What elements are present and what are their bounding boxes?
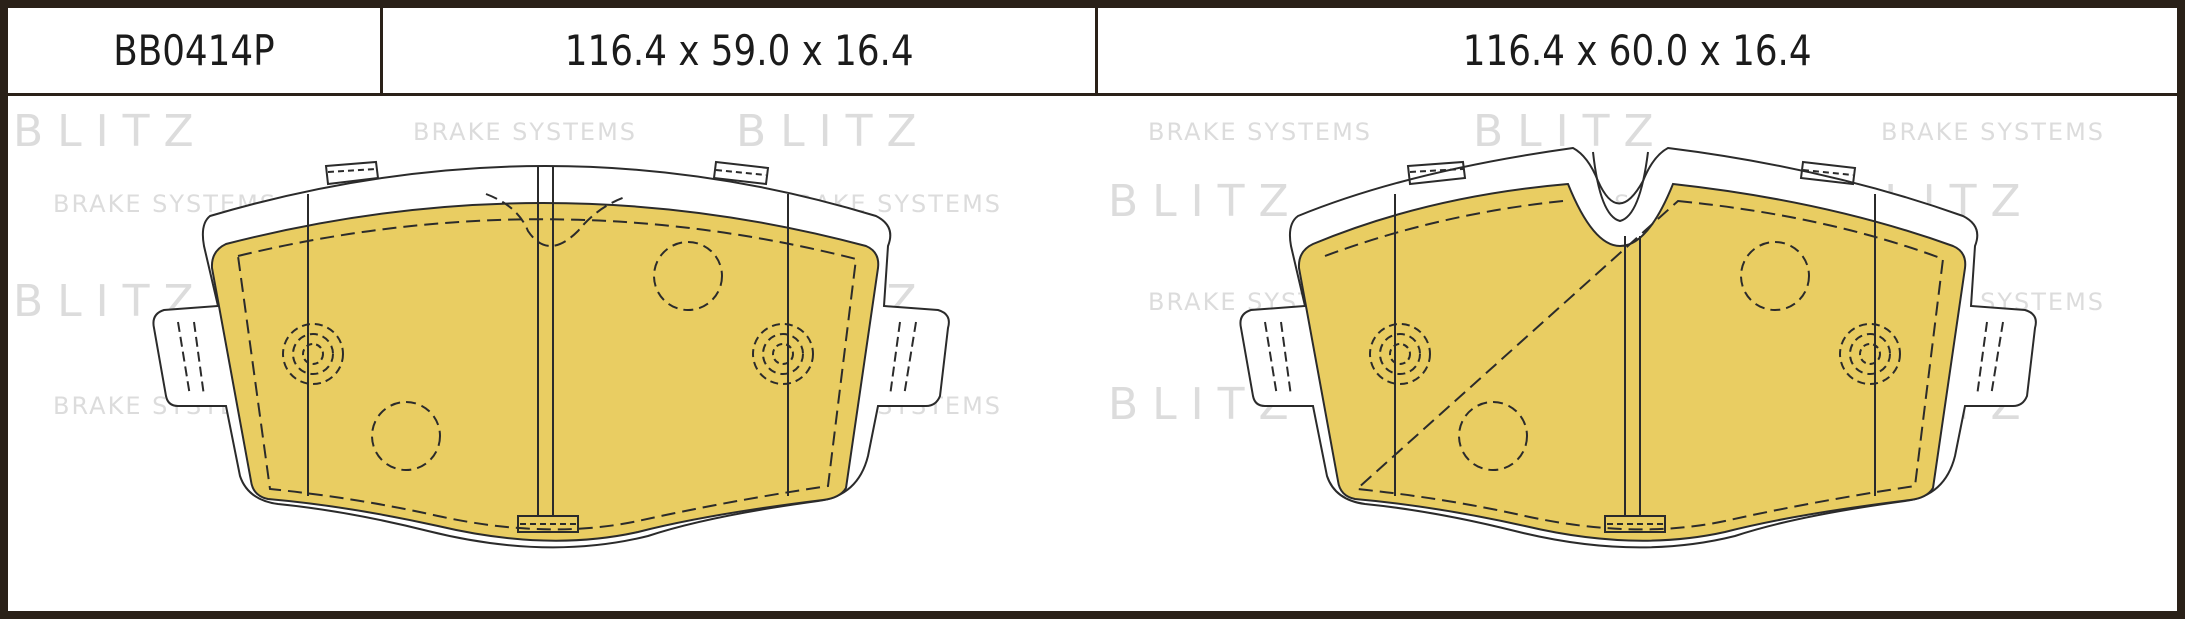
header-divider: [1095, 8, 1098, 93]
header-divider: [380, 8, 383, 93]
friction-pad-right: [1297, 182, 1967, 542]
watermark-brand: B L I T Z: [736, 106, 917, 157]
watermark-tagline: BRAKE SYSTEMS: [1881, 118, 2105, 146]
brake-pad-right: [1239, 146, 2037, 549]
dimensions-left: 116.4 x 59.0 x 16.4: [564, 26, 914, 75]
watermark-brand: B L I T Z: [13, 106, 194, 157]
watermark-tagline: BRAKE SYSTEMS: [413, 118, 637, 146]
watermark-tagline: BRAKE SYSTEMS: [1148, 118, 1372, 146]
brake-pad-left: [152, 160, 950, 549]
brake-pad-drawing: B L I T Z BRAKE SYSTEMS B L I T Z BRAKE …: [8, 96, 2177, 611]
dimensions-right: 116.4 x 60.0 x 16.4: [1463, 26, 1812, 75]
friction-pad-left: [210, 202, 880, 542]
part-number: BB0414P: [113, 26, 275, 75]
watermark-brand: B L I T Z: [1108, 176, 1289, 227]
spec-header: BB0414P 116.4 x 59.0 x 16.4 116.4 x 60.0…: [8, 8, 2177, 96]
